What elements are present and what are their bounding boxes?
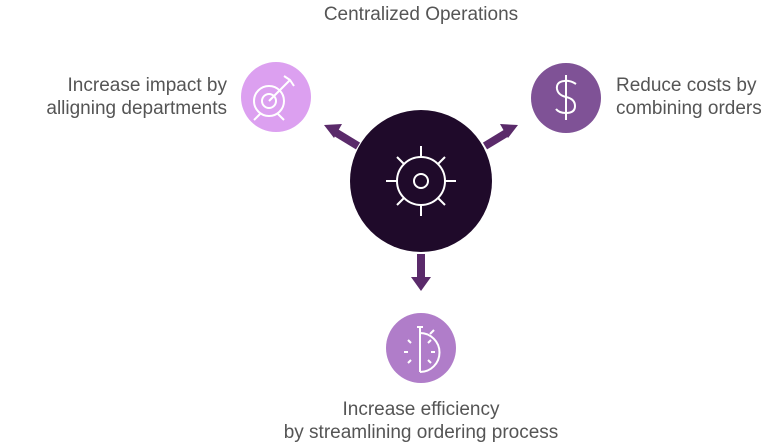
node-label-impact: Increase impact by alligning departments	[46, 74, 227, 120]
node-label-line: by streamlining ordering process	[283, 422, 559, 443]
arrow-left	[324, 124, 361, 150]
dollar-icon	[555, 75, 577, 120]
node-label-line: Reduce costs by	[616, 75, 757, 96]
arrow-right	[482, 124, 518, 150]
diagram-title: Centralized Operations	[323, 4, 519, 25]
target-node	[241, 62, 311, 132]
target-icon	[253, 75, 295, 121]
stopwatch-node	[386, 313, 456, 383]
node-label-line: Increase impact by	[67, 75, 227, 96]
dollar-node	[531, 63, 601, 133]
gear-icon	[386, 146, 456, 216]
stopwatch-icon	[404, 326, 441, 373]
node-label-line: alligning departments	[46, 98, 227, 119]
node-label-costs: Reduce costs by combining orders	[616, 74, 762, 120]
center-node	[350, 110, 492, 252]
arrow-down	[411, 254, 431, 291]
node-label-line: Increase efficiency	[342, 399, 500, 420]
node-label-efficiency: Increase efficiency by streamlining orde…	[221, 398, 621, 444]
node-label-line: combining orders	[616, 98, 762, 119]
